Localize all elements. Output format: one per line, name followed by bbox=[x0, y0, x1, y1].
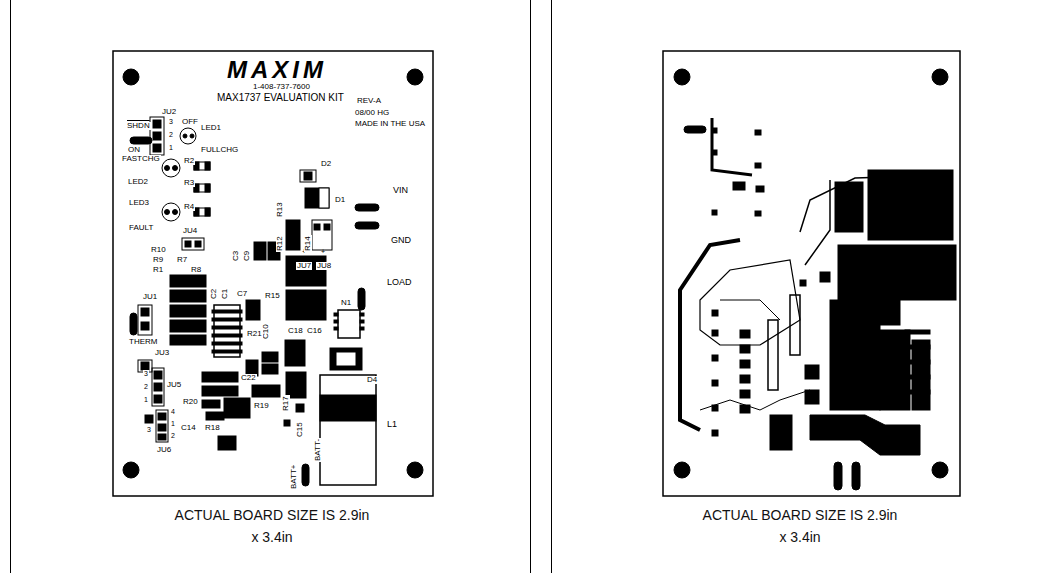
silkscreen-label: R1 bbox=[152, 266, 164, 274]
silkscreen-label: THERM bbox=[128, 338, 158, 346]
silkscreen-label: R8 bbox=[190, 266, 202, 274]
silkscreen-label: C18 bbox=[287, 327, 304, 335]
silkscreen-label: ON bbox=[127, 146, 141, 154]
silkscreen-label: LOAD bbox=[386, 278, 413, 287]
figure-panel: ACTUAL BOARD SIZE IS 2.9in x 3.4in bbox=[551, 0, 1041, 573]
silkscreen-label: C3 bbox=[232, 250, 240, 262]
silkscreen-label: R17 bbox=[282, 395, 290, 412]
silkscreen-label: N1 bbox=[340, 299, 352, 307]
silkscreen-label: REV-A bbox=[356, 97, 382, 105]
silkscreen-label: 2 bbox=[143, 383, 149, 390]
silkscreen-label: JU4 bbox=[182, 227, 198, 235]
silkscreen-label: 3 bbox=[143, 370, 149, 377]
silkscreen-label: R18 bbox=[204, 424, 221, 432]
silkscreen-label: R21 bbox=[246, 330, 263, 338]
silkscreen-label: R4 bbox=[183, 203, 195, 211]
silkscreen-label: R15 bbox=[264, 292, 281, 300]
silkscreen-label: R13 bbox=[276, 201, 284, 218]
silkscreen-label: JU7 bbox=[296, 262, 312, 270]
silkscreen-label: 1 bbox=[168, 144, 174, 151]
silkscreen-label: R2 bbox=[183, 157, 195, 165]
silkscreen-label: C15 bbox=[296, 421, 304, 438]
silkscreen-label: R10 bbox=[150, 246, 167, 254]
silkscreen-label: D4 bbox=[366, 376, 378, 384]
silkscreen-label: 3 bbox=[146, 426, 152, 433]
silkscreen-label: LED1 bbox=[200, 124, 222, 132]
silkscreen-label: 1 bbox=[170, 420, 176, 427]
silkscreen-label: VIN bbox=[392, 186, 409, 195]
silkscreen-label: 08/00 HG bbox=[354, 109, 390, 117]
silkscreen-label: L1 bbox=[386, 420, 398, 429]
silkscreen-label: C22 bbox=[240, 374, 257, 382]
silkscreen-label: 1-408-737-7600 bbox=[252, 83, 311, 91]
silkscreen-label: FULLCHG bbox=[200, 146, 239, 154]
board-size-caption: ACTUAL BOARD SIZE IS 2.9in x 3.4in bbox=[700, 504, 900, 549]
silkscreen-label: 2 bbox=[170, 432, 176, 439]
silkscreen-label: JU5 bbox=[166, 381, 182, 389]
silkscreen-label: C1 bbox=[221, 288, 229, 300]
silkscreen-label: BATT+ bbox=[290, 463, 298, 490]
silkscreen-label: 2 bbox=[168, 131, 174, 138]
silkscreen-label: C10 bbox=[262, 323, 270, 340]
silkscreen-label: JU8 bbox=[316, 262, 332, 270]
silkscreen-label: JU1 bbox=[142, 293, 158, 301]
silkscreen-label: R19 bbox=[253, 402, 270, 410]
copper-layer bbox=[663, 51, 960, 496]
silkscreen-label: R3 bbox=[183, 179, 195, 187]
silkscreen-label: R20 bbox=[182, 398, 199, 406]
silkscreen-label: SHDN bbox=[126, 122, 151, 130]
silkscreen-label: R12 bbox=[276, 235, 284, 252]
silkscreen-label: 4 bbox=[170, 408, 176, 415]
silkscreen-label: 3 bbox=[168, 118, 174, 125]
silkscreen-label: C2 bbox=[210, 288, 218, 300]
svg-text:+: + bbox=[321, 248, 325, 255]
silkscreen-board: + + bbox=[113, 51, 433, 496]
silkscreen-label: C9 bbox=[243, 250, 251, 262]
logo-text: MAXIM bbox=[226, 58, 328, 82]
silkscreen-label: JU3 bbox=[154, 349, 170, 357]
silkscreen-label: GND bbox=[390, 236, 412, 245]
silkscreen-label: D1 bbox=[334, 196, 346, 204]
silkscreen-label: MADE IN THE USA bbox=[354, 120, 426, 128]
silkscreen-label: FASTCHG bbox=[121, 155, 161, 163]
board-size-caption: ACTUAL BOARD SIZE IS 2.9in x 3.4in bbox=[172, 504, 372, 549]
silkscreen-label: R7 bbox=[176, 256, 188, 264]
silkscreen-label: C14 bbox=[180, 424, 197, 432]
silkscreen-label: OFF bbox=[181, 118, 199, 126]
silkscreen-label: JU2 bbox=[161, 108, 177, 116]
silkscreen-label: C7 bbox=[236, 290, 248, 298]
silkscreen-label: FAULT bbox=[128, 224, 154, 232]
silkscreen-label: JU6 bbox=[156, 446, 172, 454]
silkscreen-label: 1 bbox=[143, 396, 149, 403]
silkscreen-label: LED3 bbox=[128, 199, 150, 207]
silkscreen-label: C16 bbox=[306, 327, 323, 335]
silkscreen-label: R14 bbox=[304, 235, 312, 252]
silkscreen-label: LED2 bbox=[127, 178, 149, 186]
silkscreen-label: R9 bbox=[152, 256, 164, 264]
silkscreen-label: BATT- bbox=[314, 438, 322, 462]
silkscreen-label: MAX1737 EVALUATION KIT bbox=[216, 93, 345, 103]
silkscreen-label: D2 bbox=[320, 160, 332, 168]
